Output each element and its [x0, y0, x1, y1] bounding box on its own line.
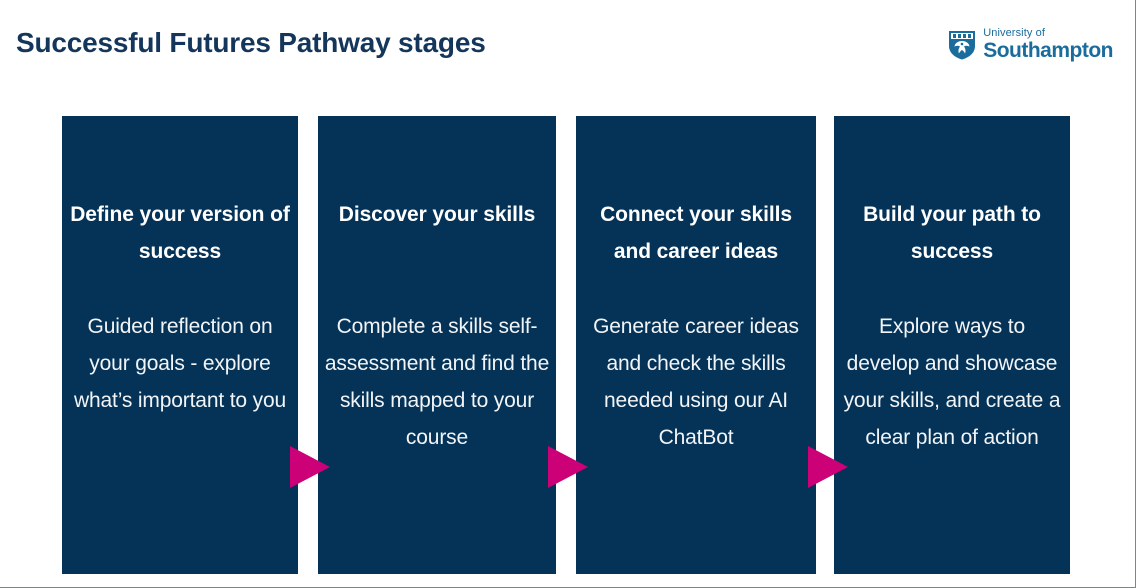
stage-3-heading: Connect your skills and career ideas: [600, 203, 792, 263]
stage-1-body: Guided reflection on your goals - explor…: [73, 315, 287, 412]
stage-panel-2: Discover your skills Complete a skills s…: [318, 116, 556, 574]
stage-2-body: Complete a skills self-assessment and fi…: [324, 315, 550, 449]
stage-1-heading: Define your version of success: [70, 203, 290, 263]
stage-4-heading: Build your path to success: [863, 203, 1041, 263]
logo-line-southampton: Southampton: [983, 38, 1113, 62]
pathway-stages: Define your version of success Guided re…: [62, 116, 1070, 574]
stage-2-heading: Discover your skills: [338, 203, 536, 226]
university-crest-icon: [947, 28, 977, 60]
page-title: Successful Futures Pathway stages: [16, 27, 486, 58]
arrow-stage-3-to-4-icon: [808, 446, 848, 488]
arrow-stage-2-to-3-icon: [548, 446, 588, 488]
university-logo: University of Southampton: [947, 27, 1113, 61]
arrow-stage-1-to-2-icon: [290, 446, 330, 488]
stage-panel-1: Define your version of success Guided re…: [62, 116, 298, 574]
stage-panel-3: Connect your skills and career ideas Gen…: [576, 116, 816, 574]
logo-wordmark: University of Southampton: [983, 26, 1113, 62]
stage-3-body: Generate career ideas and check the skil…: [593, 315, 799, 449]
stage-panel-4: Build your path to success Explore ways …: [834, 116, 1070, 574]
stage-4-body: Explore ways to develop and showcase you…: [843, 315, 1061, 449]
logo-line-university-of: University of: [983, 26, 1046, 39]
